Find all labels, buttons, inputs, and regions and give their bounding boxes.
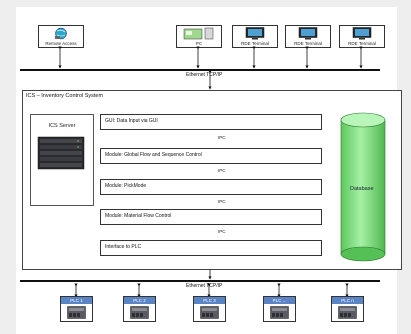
plc-device-icon — [67, 306, 86, 319]
module-label: Interface to PLC — [105, 244, 142, 250]
ipc-label: IPC — [218, 135, 226, 140]
plc-device-icon — [338, 306, 357, 319]
ics-server-label: ICS Server — [48, 123, 76, 129]
ics-title: ICS – Inventory Control System — [26, 93, 104, 99]
module-label: Module: PickMode — [105, 183, 147, 189]
plc-4: PLC ... — [263, 296, 296, 322]
module-label: Module: Global Flow and Sequence Control — [105, 152, 202, 158]
plc-label: PLC ... — [264, 297, 295, 304]
module-gui: GUI: Data Input via GUI — [100, 114, 322, 130]
ipc-label: IPC — [218, 229, 226, 234]
monitor-icon — [352, 27, 372, 40]
plc-device-icon — [270, 306, 289, 319]
module-global-flow: Module: Global Flow and Sequence Control — [100, 148, 322, 164]
plc-label: PLC 3 — [194, 297, 225, 304]
node-label: RDE Terminal — [348, 41, 376, 46]
pc-node: PC — [176, 25, 222, 48]
node-label: PC — [195, 41, 203, 46]
plc-n: PLC n — [331, 296, 364, 322]
plc-2: PLC 2 — [123, 296, 156, 322]
module-plc-interface: Interface to PLC — [100, 240, 322, 256]
module-label: Module: Material Flow Control — [105, 213, 172, 219]
rde-terminal-node-2: RDE Terminal — [285, 25, 331, 48]
ipc-label: IPC — [218, 199, 226, 204]
plc-1: PLC 1 — [60, 296, 93, 322]
server-rack-icon — [37, 136, 85, 170]
database-label: Database — [350, 186, 374, 192]
module-pickmode: Module: PickMode — [100, 179, 322, 195]
plc-label: PLC 2 — [124, 297, 155, 304]
plc-3: PLC 3 — [193, 296, 226, 322]
monitor-icon — [245, 27, 265, 40]
plc-device-icon — [130, 306, 149, 319]
module-label: GUI: Data Input via GUI — [105, 118, 158, 124]
plc-label: PLC n — [332, 297, 363, 304]
ethernet-bus-bottom — [20, 280, 380, 282]
node-label: RDE Terminal — [294, 41, 322, 46]
globe-computer-icon — [55, 27, 67, 40]
node-label: RDE Terminal — [241, 41, 269, 46]
ipc-label: IPC — [218, 168, 226, 173]
node-label: Remote Access — [45, 41, 77, 46]
database-cylinder — [340, 112, 386, 262]
monitor-icon — [298, 27, 318, 40]
module-material-flow: Module: Material Flow Control — [100, 209, 322, 225]
desktop-pc-icon — [183, 27, 214, 40]
plc-device-icon — [200, 306, 219, 319]
ics-server-box: ICS Server — [30, 114, 94, 206]
plc-label: PLC 1 — [61, 297, 92, 304]
ethernet-bus-top-label: Ethernet TCP/IP — [186, 72, 223, 78]
ethernet-bus-bottom-label: Ethernet TCP/IP — [186, 283, 223, 289]
ethernet-bus-top — [20, 69, 380, 71]
